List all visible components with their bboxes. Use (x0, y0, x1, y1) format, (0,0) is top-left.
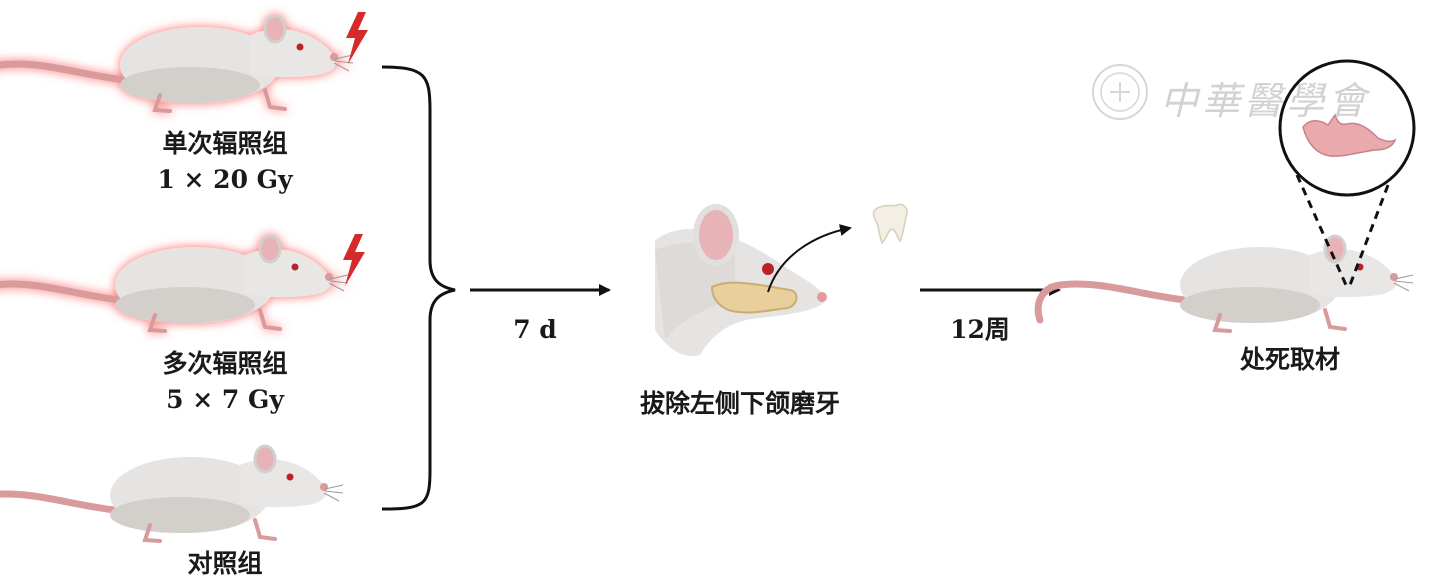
procedure-label: 拔除左侧下颌磨牙 (639, 389, 840, 418)
group-label-multi: 多次辐照组 5 × 7 Gy (130, 346, 320, 418)
mouse-endpoint (1038, 236, 1413, 331)
group-name: 单次辐照组 (162, 129, 288, 158)
grouping-brace (381, 65, 456, 511)
group-dose: 1 × 20 Gy (157, 165, 293, 194)
watermark-text: 中華醫學會 (1160, 79, 1371, 123)
extracted-molar-icon (872, 203, 908, 245)
zoom-line (1295, 174, 1348, 286)
mouse-multi-irradiation (0, 236, 348, 331)
group-label-single: 单次辐照组 1 × 20 Gy (130, 126, 320, 198)
group-name: 对照组 (187, 549, 263, 578)
mouse-head-closeup (655, 204, 852, 356)
lightning-icon (343, 234, 365, 286)
group-name: 多次辐照组 (162, 349, 288, 378)
mandible-icon (1302, 113, 1397, 157)
endpoint-label: 处死取材 (1239, 345, 1340, 374)
group-label-control: 对照组 (130, 546, 320, 582)
mouse-single-irradiation (0, 16, 353, 111)
interval-label-2: 12周 (950, 315, 1010, 344)
group-dose: 5 × 7 Gy (166, 385, 284, 414)
zoom-line (1348, 171, 1395, 286)
interval-label-1: 7 d (513, 315, 557, 344)
watermark-seal-icon (1092, 64, 1148, 120)
mouse-control (0, 446, 343, 541)
